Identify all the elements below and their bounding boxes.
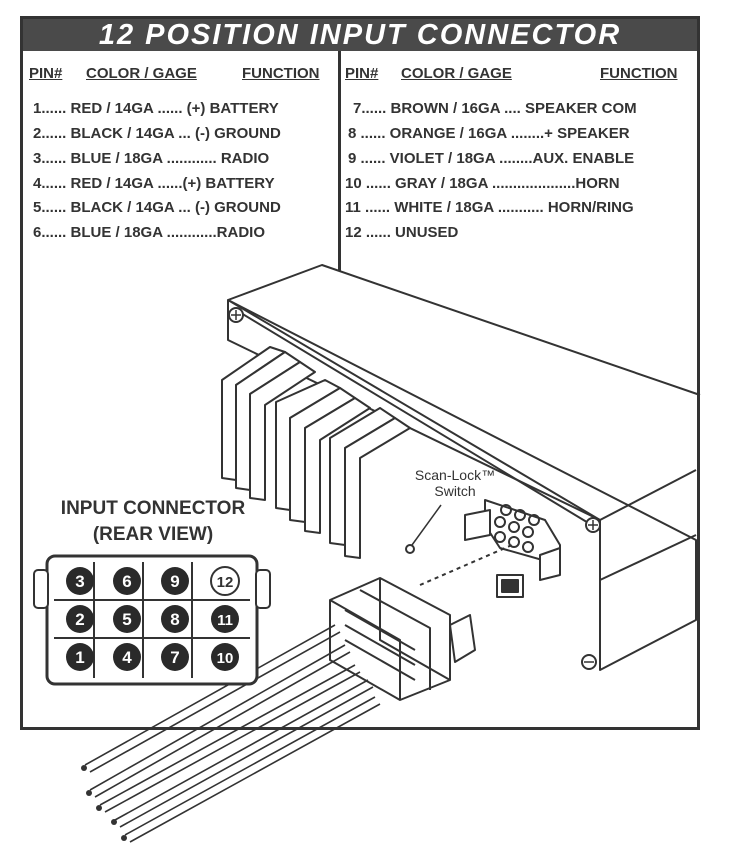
right-header-pin: PIN# (345, 65, 379, 82)
pin-badge-8: 8 (161, 605, 189, 633)
svg-text:7: 7 (170, 648, 179, 667)
pin-badge-3: 3 (66, 567, 94, 595)
rear-view-connector (33, 554, 271, 686)
svg-text:5: 5 (122, 610, 131, 629)
svg-text:2: 2 (75, 610, 84, 629)
plug-housing (329, 577, 476, 701)
pin-badge-6: 6 (113, 567, 141, 595)
scan-lock-label: Scan-Lock™ (414, 467, 496, 483)
svg-text:6: 6 (122, 572, 131, 591)
svg-text:10: 10 (217, 650, 234, 667)
pin-row-9: 9 ...... VIOLET / 18GA ........AUX. ENAB… (348, 150, 635, 167)
svg-text:11: 11 (217, 612, 233, 629)
pin-badge-2: 2 (66, 605, 94, 633)
pin-row-10: 10 ...... GRAY / 18GA ..................… (345, 175, 620, 192)
pin-badge-4: 4 (113, 643, 141, 671)
pin-badge-11: 11 (211, 605, 239, 633)
pin-badge-1: 1 (66, 643, 94, 671)
right-header-function: FUNCTION (600, 65, 678, 82)
svg-text:8: 8 (170, 610, 179, 629)
pin-row-5: 5...... BLACK / 14GA ... (-) GROUND (33, 199, 281, 216)
left-header-function: FUNCTION (242, 65, 320, 82)
switch-label: Switch (434, 483, 476, 499)
pin-row-7: 7...... BROWN / 16GA .... SPEAKER COM (353, 100, 637, 117)
pin-badge-10: 10 (211, 643, 239, 671)
pin-badge-12: 12 (210, 566, 240, 596)
svg-text:12: 12 (217, 574, 234, 591)
column-divider (338, 51, 341, 277)
pin-row-11: 11 ...... WHITE / 18GA ........... HORN/… (345, 199, 634, 216)
pin-badge-5: 5 (113, 605, 141, 633)
svg-text:1: 1 (75, 648, 84, 667)
pin-badge-7: 7 (161, 643, 189, 671)
alignment-dashed-line (419, 544, 513, 586)
scan-lock-switch (405, 504, 524, 598)
amp-input-socket (464, 499, 561, 581)
right-header-color: COLOR / GAGE (401, 65, 512, 82)
pin-row-3: 3...... BLUE / 18GA ............ RADIO (33, 150, 270, 167)
page-title: 12 POSITION INPUT CONNECTOR (23, 19, 697, 51)
pin-row-8: 8 ...... ORANGE / 16GA ........+ SPEAKER (348, 125, 630, 142)
wire-bundle (84, 624, 381, 843)
pin-row-4: 4...... RED / 14GA ......(+) BATTERY (33, 175, 275, 192)
input-connector-label: INPUT CONNECTOR (60, 498, 246, 519)
pin-row-2: 2...... BLACK / 14GA ... (-) GROUND (33, 125, 281, 142)
pin-row-1: 1...... RED / 14GA ...... (+) BATTERY (33, 100, 279, 117)
svg-text:9: 9 (170, 572, 179, 591)
heat-sink-fins (221, 346, 411, 559)
left-header-pin: PIN# (29, 65, 63, 82)
wire-ends (81, 765, 127, 841)
pin-row-12: 12 ...... UNUSED (345, 224, 459, 241)
pin-row-6: 6...... BLUE / 18GA ............RADIO (33, 224, 265, 241)
pin-badge-9: 9 (161, 567, 189, 595)
left-header-color: COLOR / GAGE (86, 65, 197, 82)
svg-text:3: 3 (75, 572, 84, 591)
svg-text:4: 4 (122, 648, 132, 667)
rear-view-label: (REAR VIEW) (92, 524, 214, 545)
